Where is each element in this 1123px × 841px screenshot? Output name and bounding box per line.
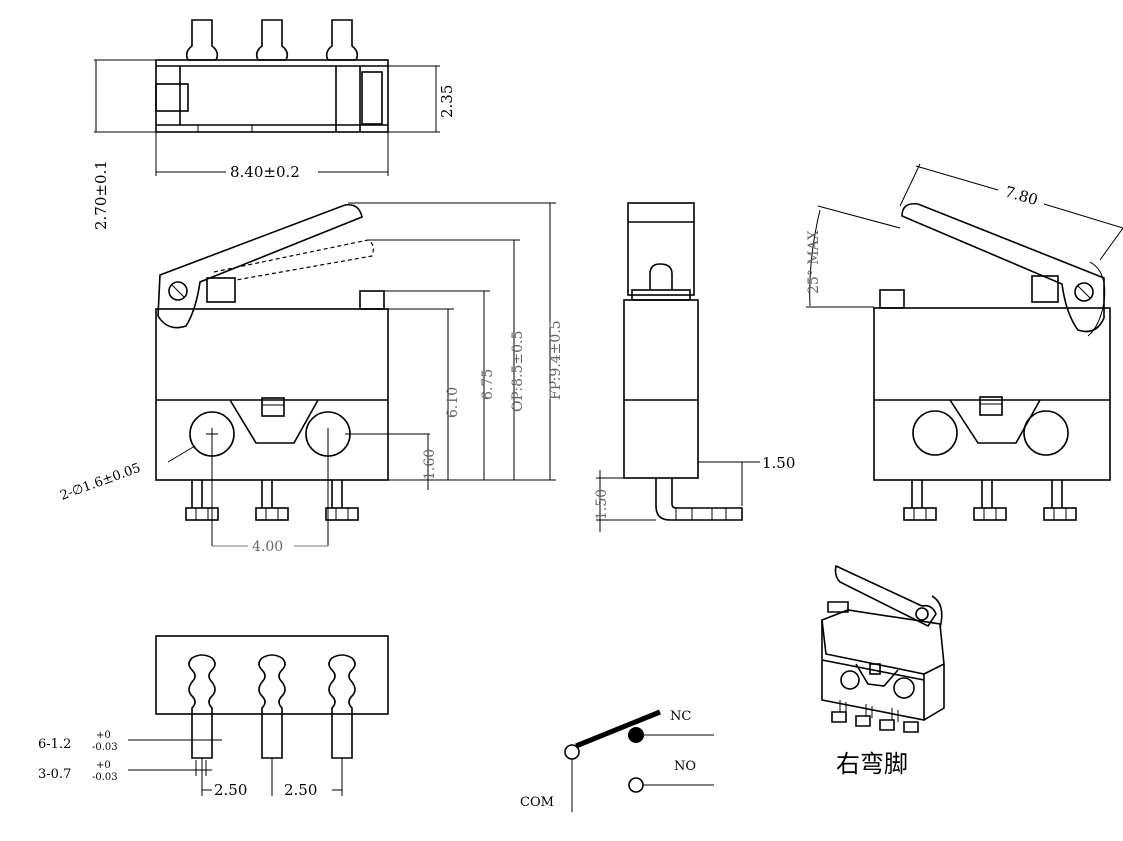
dim-pin-drop: 1.50 bbox=[594, 489, 610, 520]
switch-schematic: NC NO COM bbox=[520, 709, 714, 812]
dim-operating-position: OP:8.5±0.5 bbox=[510, 331, 526, 412]
iso-caption: 右弯脚 bbox=[836, 750, 908, 778]
side-view: 1.50 1.50 bbox=[594, 202, 795, 532]
dim-free-position: FP:9.4±0.5 bbox=[548, 320, 564, 400]
dim-length: 8.40±0.2 bbox=[230, 163, 300, 181]
dim-pitch-1: 2.50 bbox=[214, 781, 247, 799]
dim-pin-bend: 1.50 bbox=[762, 454, 795, 472]
isometric-view: 右弯脚 bbox=[821, 564, 945, 778]
dim-pitch-2: 2.50 bbox=[284, 781, 317, 799]
bottom-view: 6-1.2 +0 -0.03 3-0.7 +0 -0.03 2.50 2.50 bbox=[38, 635, 389, 799]
tol-narrow-upper: +0 bbox=[96, 760, 111, 771]
label-no: NO bbox=[674, 759, 696, 774]
dim-height-total: 2.70±0.1 bbox=[92, 160, 110, 230]
label-com: COM bbox=[520, 795, 554, 810]
dim-lever-angle: 25° MAX bbox=[806, 230, 822, 294]
dim-hole-pitch: 4.00 bbox=[252, 539, 283, 555]
dim-pin-width-wide: 6-1.2 bbox=[38, 737, 71, 752]
top-view: 2.70±0.1 2.35 8.40±0.2 bbox=[92, 19, 456, 230]
tol-wide-lower: -0.03 bbox=[92, 742, 118, 753]
dim-pin-height: 1.60 bbox=[422, 449, 438, 480]
dim-hole-diameter: 2-∅1.6±0.05 bbox=[58, 461, 143, 504]
dim-lever-length: 7.80 bbox=[1003, 183, 1040, 210]
dim-body-height: 6.10 bbox=[445, 387, 461, 418]
dim-plunger-height: 6.75 bbox=[480, 369, 496, 400]
front-view: 2-∅1.6±0.05 1.60 6.10 6.75 OP:8.5±0.5 FP… bbox=[58, 202, 564, 555]
tol-wide-upper: +0 bbox=[96, 730, 111, 741]
dim-height-body: 2.35 bbox=[438, 85, 456, 118]
label-nc: NC bbox=[670, 709, 691, 724]
rear-view: 7.80 25° MAX bbox=[806, 163, 1123, 521]
tol-narrow-lower: -0.03 bbox=[92, 772, 118, 783]
dim-pin-width-narrow: 3-0.7 bbox=[38, 767, 71, 782]
